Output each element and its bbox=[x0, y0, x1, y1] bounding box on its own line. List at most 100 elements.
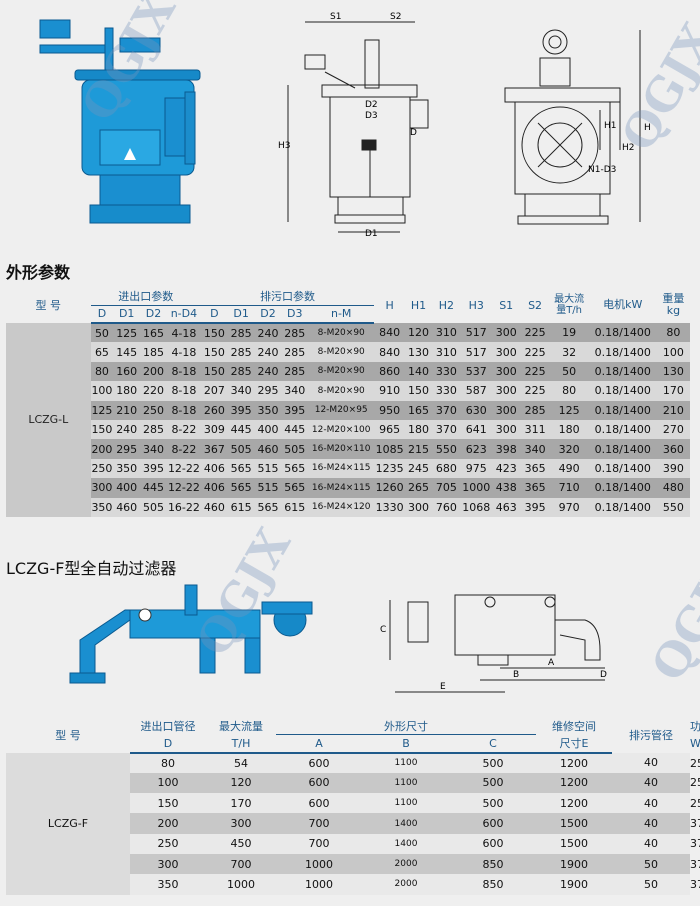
header-h2: H2 bbox=[438, 298, 455, 312]
table-cell: 8-M20×90 bbox=[308, 342, 375, 362]
table-cell: 400 bbox=[113, 478, 141, 498]
table-cell: 1500 bbox=[536, 833, 613, 854]
table-cell: 398 bbox=[491, 439, 521, 459]
table-cell: 300 bbox=[491, 323, 521, 343]
table-cell: 505 bbox=[281, 439, 309, 459]
top-diagrams: S1 S2 D2 D3 D H3 D1 H1 H2 H N1-D3 bbox=[39, 12, 651, 239]
lczg-f-drawing bbox=[389, 594, 605, 693]
table-cell: 285 bbox=[227, 323, 255, 343]
header-inout: 进出口参数 bbox=[90, 287, 201, 306]
table-cell: 950 bbox=[374, 400, 406, 420]
table-cell: 170 bbox=[656, 381, 690, 401]
table-cell: 285 bbox=[281, 323, 309, 343]
table-cell: 395 bbox=[227, 400, 255, 420]
table-cell: 0.18/1400 bbox=[588, 323, 657, 343]
front-drawing bbox=[287, 21, 429, 233]
header-h1: H1 bbox=[410, 298, 427, 312]
table-cell: 1235 bbox=[374, 458, 406, 479]
t2-header-space-sub: 尺寸E bbox=[536, 734, 613, 754]
table-cell: 16-22 bbox=[166, 497, 201, 517]
header-motor: 电机kW bbox=[603, 298, 643, 311]
table-cell: 250 bbox=[90, 458, 114, 479]
table-cell: 975 bbox=[460, 458, 492, 479]
table-cell: 500 bbox=[450, 793, 537, 814]
table-cell: 40 bbox=[612, 772, 691, 794]
table-cell: 1100 bbox=[362, 793, 450, 814]
table-cell: 600 bbox=[276, 752, 362, 773]
table-cell: 587 bbox=[460, 381, 492, 401]
table-cell: 965 bbox=[374, 419, 406, 440]
table-cell: 240 bbox=[254, 323, 282, 343]
table-cell: 700 bbox=[276, 833, 362, 854]
table-cell: 340 bbox=[520, 439, 550, 459]
header-sub-drain-d3: D3 bbox=[281, 305, 309, 324]
table-cell: 565 bbox=[281, 458, 309, 479]
table-cell: 220 bbox=[140, 381, 167, 401]
side-drawing bbox=[504, 29, 641, 225]
header-sub-d2: D2 bbox=[140, 305, 167, 324]
table-cell: 285 bbox=[227, 342, 255, 362]
t2-header-dims: 外形尺寸 bbox=[276, 718, 537, 735]
table-cell: 480 bbox=[656, 478, 690, 498]
table-cell: 80 bbox=[130, 752, 206, 773]
header-sub-drain-d: D bbox=[200, 305, 228, 324]
table-cell: 850 bbox=[450, 874, 537, 895]
table-cell: 225 bbox=[520, 342, 550, 362]
t2-header-inlet: 进出口管径 bbox=[140, 720, 196, 734]
table-cell: 340 bbox=[227, 381, 255, 401]
table-cell: 225 bbox=[520, 361, 550, 382]
section-title-lczg-f: LCZG-F型全自动过滤器 bbox=[6, 559, 177, 578]
table-cell: 400 bbox=[254, 419, 282, 440]
table-cell: 285 bbox=[227, 361, 255, 382]
table-cell: 1400 bbox=[362, 833, 450, 854]
table-cell: 565 bbox=[281, 478, 309, 498]
t2-header-space: 维修空间 bbox=[552, 720, 597, 734]
table-cell: 700 bbox=[276, 813, 362, 834]
header-h3: H3 bbox=[468, 298, 484, 312]
table-cell: 65 bbox=[90, 342, 114, 362]
table-cell: 840 bbox=[374, 342, 406, 362]
table-cell: 300 bbox=[206, 813, 276, 834]
table-cell: 350 bbox=[254, 400, 282, 420]
table-cell: 438 bbox=[491, 478, 521, 498]
table-cell: 330 bbox=[431, 361, 461, 382]
table-cell: 150 bbox=[200, 361, 228, 382]
table-cell: 1330 bbox=[374, 497, 406, 517]
table-cell: 32 bbox=[549, 342, 589, 362]
header-h: H bbox=[385, 298, 394, 312]
table-cell: 505 bbox=[227, 439, 255, 459]
table-row: 2003007001400600150040370 bbox=[6, 813, 700, 834]
header-model: 型 号 bbox=[35, 299, 62, 312]
table-cell: 311 bbox=[520, 419, 550, 440]
table-cell: 300 bbox=[405, 497, 432, 517]
table-row: 350100010002000850190050370 bbox=[6, 874, 700, 895]
table-cell: 370 bbox=[431, 400, 461, 420]
table-cell: 150 bbox=[90, 419, 114, 440]
table-cell: 406 bbox=[200, 478, 228, 498]
table-cell: 12-M20×100 bbox=[308, 419, 375, 440]
table-cell: 16-M20×110 bbox=[308, 439, 375, 459]
table-cell: 445 bbox=[140, 478, 167, 498]
table-cell: 1200 bbox=[536, 793, 613, 814]
table-cell: 80 bbox=[549, 381, 589, 401]
table-cell: 340 bbox=[281, 381, 309, 401]
table-cell: 705 bbox=[431, 478, 461, 498]
table-cell: 240 bbox=[254, 361, 282, 382]
table-cell: 210 bbox=[656, 400, 690, 420]
t2-header-c: C bbox=[450, 734, 537, 754]
lczg-f-param-table: 型 号 进出口管径 最大流量 外形尺寸 维修空间 排污管径 功率 D T/H A… bbox=[6, 718, 700, 895]
table-cell: 170 bbox=[206, 793, 276, 814]
table-row: 2504507001400600150040370 bbox=[6, 833, 700, 854]
table-cell: 240 bbox=[113, 419, 141, 440]
table-cell: 395 bbox=[520, 497, 550, 517]
table-cell: 1085 bbox=[374, 439, 406, 459]
table-cell: 600 bbox=[450, 813, 537, 834]
table-cell: 565 bbox=[227, 458, 255, 479]
table-cell: 260 bbox=[200, 400, 228, 420]
table-cell: 265 bbox=[405, 478, 432, 498]
table-cell: 300 bbox=[90, 478, 114, 498]
table-cell: 1200 bbox=[536, 772, 613, 794]
table-cell: 300 bbox=[491, 361, 521, 382]
